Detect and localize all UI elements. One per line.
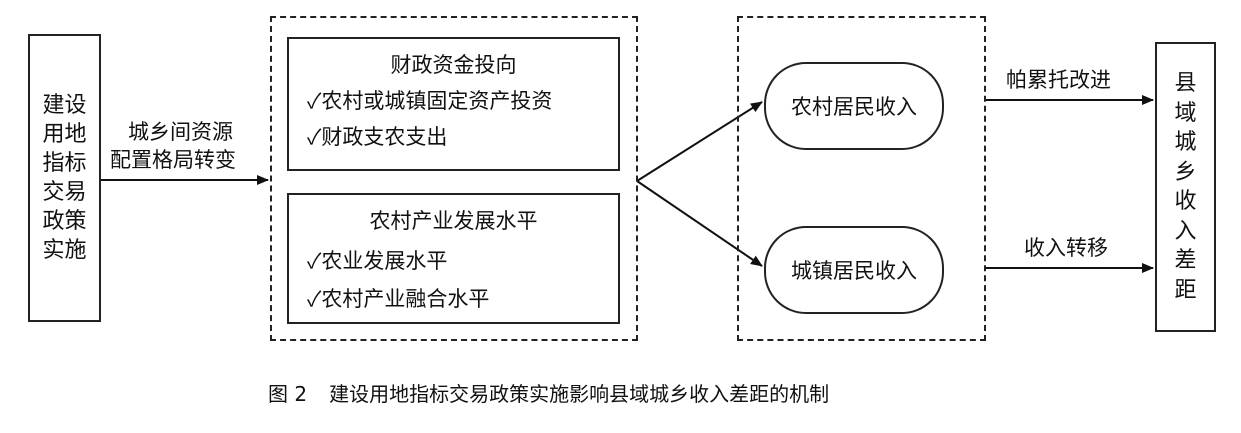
industry-box: 农村产业发展水平 ✓农业发展水平 ✓农村产业融合水平 [287,193,620,324]
rural-income-node: 农村居民收入 [764,62,944,150]
urban-income-node: 城镇居民收入 [764,226,944,314]
policy-box-text: 建设用地指标交易政策实施 [42,93,87,263]
policy-box: 建设用地指标交易政策实施 [28,34,101,322]
rural-income-label: 农村居民收入 [791,95,917,119]
fiscal-item-2: ✓财政支农支出 [307,125,448,149]
fiscal-box-title: 财政资金投向 [390,53,517,77]
income-gap-box: 县域城乡收入差距 [1155,42,1216,332]
fiscal-item-1: ✓农村或城镇固定资产投资 [307,89,553,113]
industry-item-1: ✓农业发展水平 [307,249,448,273]
figure-number: 图 2 [268,382,308,406]
income-gap-box-text: 县域城乡收入差距 [1174,71,1197,303]
figure-title: 建设用地指标交易政策实施影响县域城乡收入差距的机制 [329,382,830,406]
figure-caption: 图 2 建设用地指标交易政策实施影响县域城乡收入差距的机制 [268,378,829,407]
arrow-to-rural-income [636,101,763,182]
industry-box-title: 农村产业发展水平 [369,209,538,233]
urban-income-label: 城镇居民收入 [791,259,917,283]
allocation-label-line2: 配置格局转变 [110,148,236,172]
allocation-label-line1: 城乡间资源 [128,120,233,144]
pareto-label: 帕累托改进 [1006,68,1111,92]
industry-item-2: ✓农村产业融合水平 [307,287,490,311]
transfer-label: 收入转移 [1024,236,1108,260]
arrow-to-urban-income [636,180,763,267]
fiscal-box: 财政资金投向 ✓农村或城镇固定资产投资 ✓财政支农支出 [287,37,620,171]
mechanism-group [270,16,638,341]
income-group [737,16,986,341]
